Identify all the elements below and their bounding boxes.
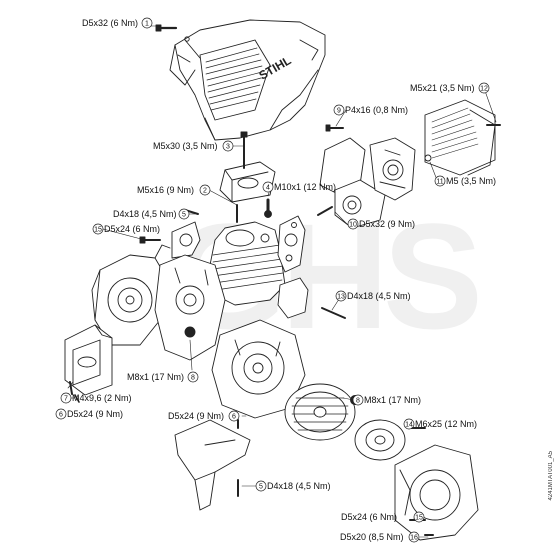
flywheel-part xyxy=(284,383,356,441)
svg-text:6: 6 xyxy=(232,414,236,421)
svg-text:14: 14 xyxy=(405,422,413,429)
part-label-8a: M8x1 (17 Nm) xyxy=(127,372,185,382)
part-label-11: M5 (3,5 Nm) xyxy=(446,176,497,186)
part-label-9: P4x16 (0,8 Nm) xyxy=(345,105,409,115)
callout-5a xyxy=(178,208,190,220)
svg-text:7: 7 xyxy=(64,396,68,403)
part-label-2: M5x16 (9 Nm) xyxy=(137,185,195,195)
part-label-3: M5x30 (3,5 Nm) xyxy=(153,141,218,151)
cylinder-part xyxy=(209,221,286,306)
svg-text:9: 9 xyxy=(337,108,341,115)
muffler-part xyxy=(64,324,113,396)
part-label-6a: D5x24 (9 Nm) xyxy=(168,411,225,421)
callout-5b xyxy=(255,480,267,492)
svg-text:3: 3 xyxy=(226,144,230,151)
callout-1 xyxy=(141,17,153,29)
svg-text:8: 8 xyxy=(191,375,195,382)
callout-7 xyxy=(60,392,72,404)
svg-text:6: 6 xyxy=(59,412,63,419)
part-label-8b: M8x1 (17 Nm) xyxy=(364,395,422,405)
callout-12 xyxy=(478,82,490,94)
callout-8a xyxy=(187,371,199,383)
part-label-5b: D4x18 (4,5 Nm) xyxy=(267,481,331,491)
svg-text:5: 5 xyxy=(182,212,186,219)
part-label-14: M6x25 (12 Nm) xyxy=(415,419,478,429)
callout-13 xyxy=(335,290,347,302)
svg-text:11: 11 xyxy=(436,179,443,186)
manifold-flange-part xyxy=(277,215,306,273)
svg-text:4: 4 xyxy=(266,185,270,192)
callout-8b xyxy=(352,394,364,406)
part-label-10: D5x32 (9 Nm) xyxy=(359,219,416,229)
engine-cover-part xyxy=(169,19,326,141)
part-label-15b: D5x24 (6 Nm) xyxy=(341,512,398,522)
callout-6b xyxy=(55,408,67,420)
svg-text:12: 12 xyxy=(480,86,488,93)
callout-14 xyxy=(403,418,415,430)
part-label-13: D4x18 (4,5 Nm) xyxy=(347,291,411,301)
svg-text:1: 1 xyxy=(145,21,149,28)
svg-text:13: 13 xyxy=(337,294,345,301)
part-label-1: D5x32 (6 Nm) xyxy=(82,18,139,28)
crankshaft-housing-part xyxy=(211,319,306,419)
svg-text:10: 10 xyxy=(349,222,357,229)
svg-text:15: 15 xyxy=(94,227,102,234)
fan-housing-part xyxy=(394,444,479,541)
crankcase-part xyxy=(154,254,226,361)
screw-1 xyxy=(155,24,178,32)
callout-3 xyxy=(222,140,234,152)
part-label-6b: D5x24 (9 Nm) xyxy=(67,409,124,419)
callout-2 xyxy=(199,184,211,196)
part-label-7: M4x9,6 (2 Nm) xyxy=(72,393,132,403)
air-filter-part xyxy=(424,99,496,176)
part-label-12: M5x21 (3,5 Nm) xyxy=(410,83,475,93)
clutch-part xyxy=(354,419,406,461)
bottom-shroud-part xyxy=(174,419,251,511)
part-label-4: M10x1 (12 Nm) xyxy=(274,182,337,192)
cylinder-head-cover-part xyxy=(219,161,276,203)
svg-text:2: 2 xyxy=(203,188,207,195)
callout-4 xyxy=(262,181,274,193)
svg-text:15: 15 xyxy=(415,515,423,522)
part-label-5a: D4x18 (4,5 Nm) xyxy=(113,209,177,219)
svg-text:8: 8 xyxy=(356,398,360,405)
carburetor-part xyxy=(319,137,416,229)
part-label-15a: D5x24 (6 Nm) xyxy=(104,224,161,234)
ignition-module-part xyxy=(277,277,309,319)
callout-10 xyxy=(347,218,359,230)
svg-text:5: 5 xyxy=(259,484,263,491)
callout-9 xyxy=(333,104,345,116)
svg-text:16: 16 xyxy=(410,535,418,542)
callout-6a xyxy=(228,410,240,422)
callout-11 xyxy=(434,175,446,187)
callout-16 xyxy=(408,531,420,543)
callout-15b xyxy=(413,511,425,523)
callout-15a xyxy=(92,223,104,235)
drawing-reference: 4241MTAT001_A5 xyxy=(548,450,554,500)
bracket-part xyxy=(171,221,201,259)
part-label-16: D5x20 (8,5 Nm) xyxy=(340,532,404,542)
